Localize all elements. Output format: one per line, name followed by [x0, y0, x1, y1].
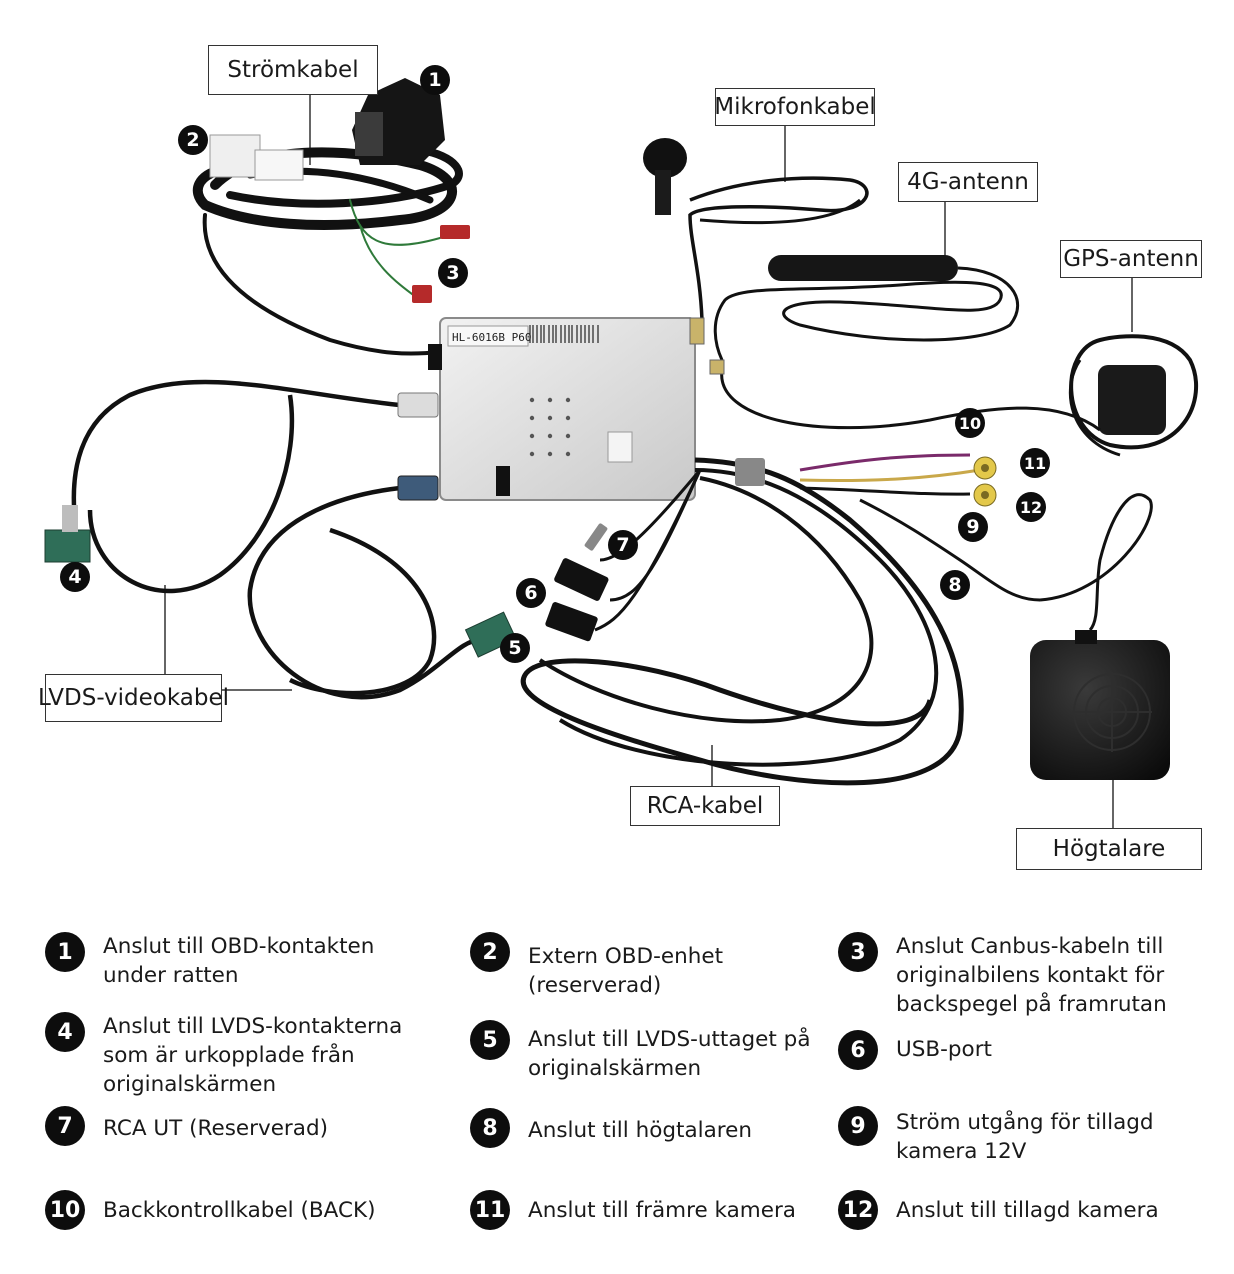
antenna-gps: [720, 334, 1199, 457]
legend-text: Anslut till högtalaren: [528, 1118, 752, 1143]
legend-item-9: 9 Ström utgång för tillagd kamera 12V: [838, 1106, 1228, 1166]
obd-connector: [352, 78, 445, 165]
legend-number: 3: [838, 932, 878, 972]
device-barcode: [529, 325, 599, 343]
legend-item-7: 7 RCA UT (Reserverad): [45, 1106, 445, 1146]
marker-6: 6: [516, 578, 546, 608]
legend-text: Anslut till tillagd kamera: [896, 1198, 1159, 1223]
legend-item-3: 3 Anslut Canbus-kabeln till originalbile…: [838, 932, 1228, 1019]
device-model-label: HL-6016B P60: [452, 331, 531, 344]
marker-8: 8: [940, 570, 970, 600]
marker-3: 3: [438, 258, 468, 288]
legend-number: 9: [838, 1106, 878, 1146]
legend-text: Anslut till främre kamera: [528, 1198, 796, 1223]
legend-text: Ström utgång för tillagd kamera 12V: [896, 1110, 1154, 1164]
legend-number: 4: [45, 1012, 85, 1052]
marker-4: 4: [60, 562, 90, 592]
lvds-cable-label: LVDS-videokabel: [38, 674, 229, 722]
legend-text: Anslut till OBD-kontakten under ratten: [103, 934, 375, 988]
microphone: [643, 138, 869, 321]
legend-item-5: 5 Anslut till LVDS-uttaget på originalsk…: [470, 1020, 830, 1083]
antenna-gps-label: GPS-antenn: [1060, 240, 1202, 278]
legend-item-12: 12 Anslut till tillagd kamera: [838, 1190, 1228, 1230]
marker-1: 1: [420, 65, 450, 95]
antenna-4g-label: 4G-antenn: [898, 162, 1038, 202]
marker-11: 11: [1020, 448, 1050, 478]
marker-12: 12: [1016, 492, 1046, 522]
main-unit: HL-6016B P60: [428, 317, 725, 501]
vent-holes: [529, 397, 571, 457]
legend-item-1: 1 Anslut till OBD-kontakten under ratten: [45, 932, 445, 990]
legend-text: Anslut Canbus-kabeln till originalbilens…: [896, 934, 1167, 1017]
legend-text: RCA UT (Reserverad): [103, 1116, 328, 1141]
harness-clips: [545, 458, 765, 642]
mic-cable-label: Mikrofonkabel: [714, 88, 876, 126]
rca-connectors: [973, 456, 997, 507]
marker-2: 2: [178, 125, 208, 155]
marker-5: 5: [500, 633, 530, 663]
leader-lines: [164, 95, 1133, 828]
legend-number: 12: [838, 1190, 878, 1230]
legend-item-4: 4 Anslut till LVDS-kontakterna som är ur…: [45, 1012, 445, 1099]
legend-number: 7: [45, 1106, 85, 1146]
rca-harness: [520, 453, 1153, 786]
legend-number: 2: [470, 932, 510, 972]
lvds-cables: [71, 379, 481, 700]
legend-number: 1: [45, 932, 85, 972]
rca-cable-label: RCA-kabel: [630, 786, 780, 826]
external-obd-connector: [209, 134, 304, 181]
marker-7: 7: [608, 530, 638, 560]
legend-number: 10: [45, 1190, 85, 1230]
legend-number: 11: [470, 1190, 510, 1230]
wiring-diagram: HL-6016B P60: [44, 78, 1199, 828]
lvds-connectors: [44, 392, 517, 658]
legend-item-6: 6 USB-port: [838, 1030, 1228, 1070]
legend-text: Extern OBD-enhet (reserverad): [528, 944, 724, 998]
legend-number: 6: [838, 1030, 878, 1070]
marker-9: 9: [958, 512, 988, 542]
legend-item-11: 11 Anslut till främre kamera: [470, 1190, 830, 1230]
legend-text: USB-port: [896, 1037, 992, 1062]
speaker: [1030, 630, 1170, 780]
legend-number: 5: [470, 1020, 510, 1060]
antenna-4g: [713, 255, 1020, 361]
legend-item-10: 10 Backkontrollkabel (BACK): [45, 1190, 445, 1230]
speaker-label: Högtalare: [1016, 828, 1202, 870]
marker-10: 10: [955, 408, 985, 438]
power-harness: [192, 146, 463, 356]
canbus-plugs: [412, 225, 470, 303]
power-cable-label: Strömkabel: [208, 45, 378, 95]
legend-item-8: 8 Anslut till högtalaren: [470, 1108, 830, 1148]
legend-text: Anslut till LVDS-kontakterna som är urko…: [103, 1014, 403, 1097]
legend-item-2: 2 Extern OBD-enhet (reserverad): [470, 932, 830, 1000]
legend-text: Anslut till LVDS-uttaget på originalskär…: [528, 1027, 811, 1081]
legend-number: 8: [470, 1108, 510, 1148]
legend-text: Backkontrollkabel (BACK): [103, 1198, 376, 1223]
